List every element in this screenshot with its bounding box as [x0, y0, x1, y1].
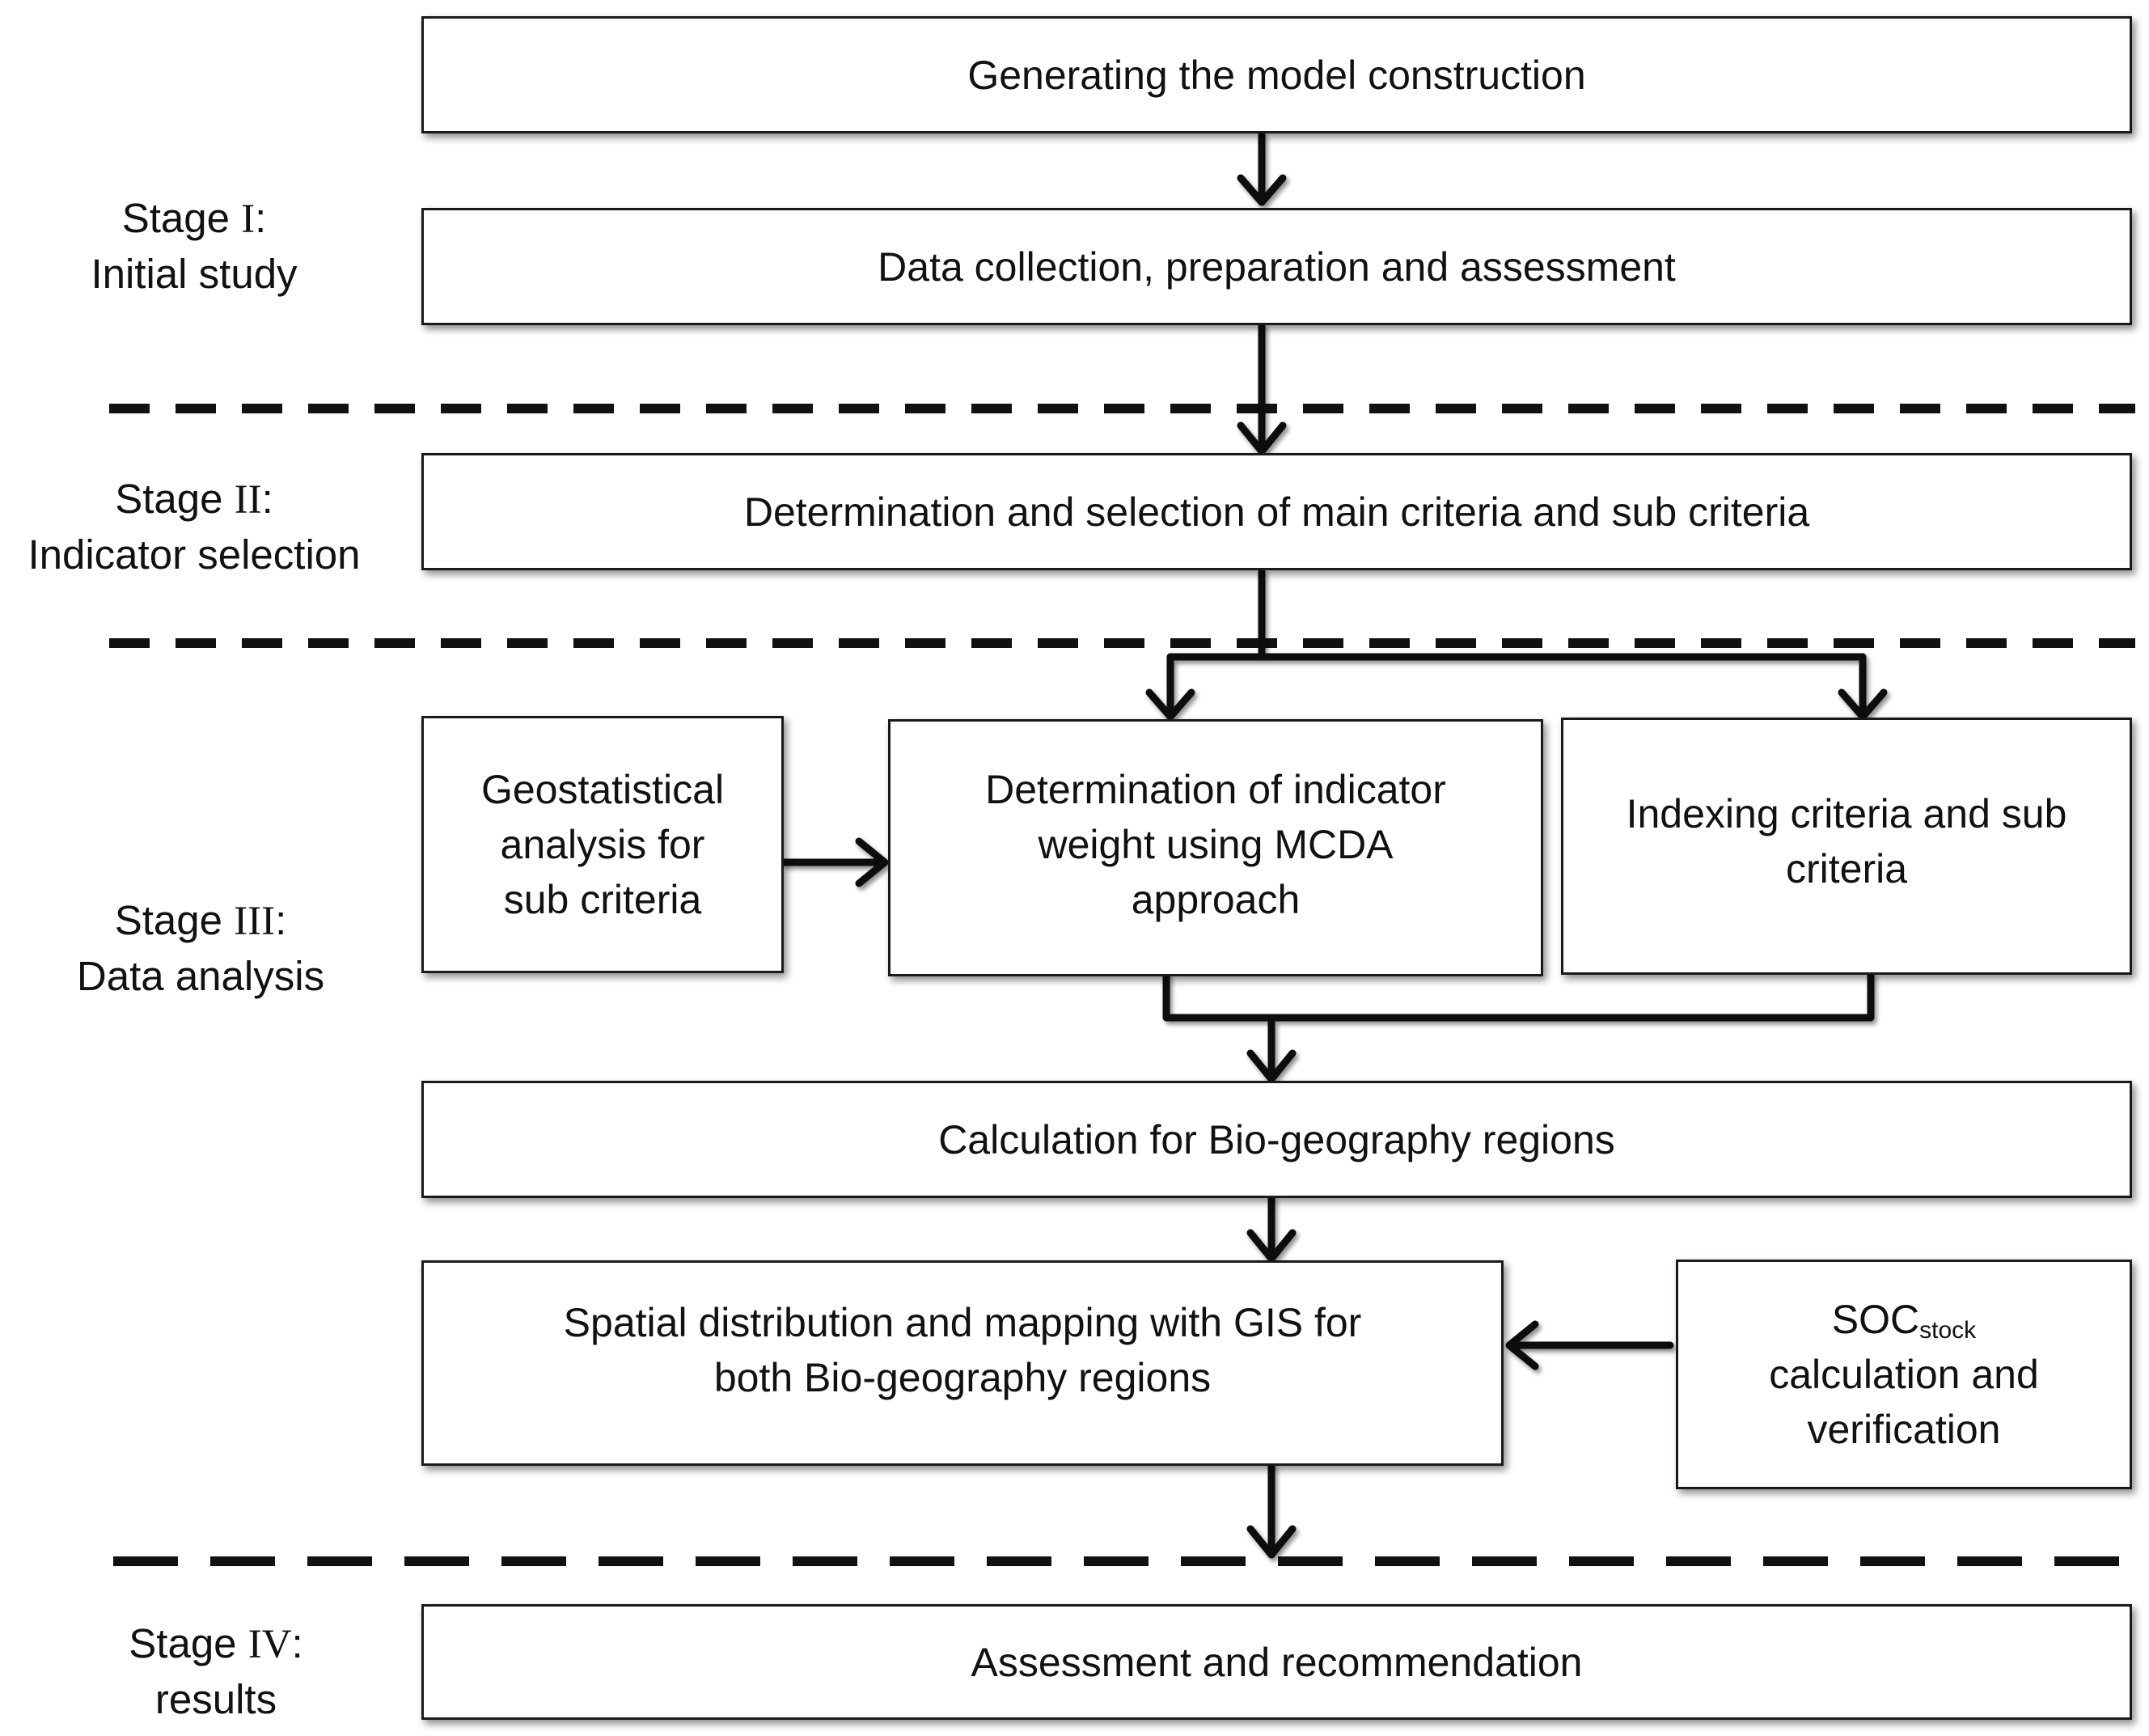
arrow-soc-to-spatial: [1505, 1320, 1674, 1370]
box-indexing-criteria: Indexing criteria and sub criteria: [1561, 718, 2132, 975]
box-assessment-recommendation: Assessment and recommendation: [421, 1604, 2132, 1720]
box-data-collection: Data collection, preparation and assessm…: [421, 208, 2132, 325]
box-criteria-selection: Determination and selection of main crit…: [421, 453, 2132, 570]
soc-stock-heading: SOCstock: [1831, 1297, 1977, 1344]
box-geostatistical-analysis: Geostatistical analysis for sub criteria: [421, 716, 784, 973]
arrow-calc-to-spatial: [1246, 1195, 1297, 1263]
arrow-spatial-to-assessment: [1246, 1462, 1297, 1559]
arrow-geostat-to-weight: [780, 837, 889, 887]
box-spatial-mapping: Spatial distribution and mapping with GI…: [421, 1260, 1504, 1466]
arrow-data-to-criteria: [1237, 322, 1287, 455]
stage-label-indicator-selection: Stage II: Indicator selection: [27, 476, 361, 578]
stage-label-data-analysis: Stage III: Data analysis: [76, 897, 325, 999]
arrow-criteria-branch: [1166, 568, 1867, 661]
box-calculation-bio-geography: Calculation for Bio-geography regions: [421, 1081, 2132, 1198]
arrow-to-indicator-weight: [1145, 653, 1195, 721]
arrow-merge-to-calculation: [1162, 972, 1875, 1083]
box-model-construction: Generating the model construction: [421, 16, 2132, 133]
box-soc-stock: SOCstock calculation and verification: [1676, 1260, 2132, 1489]
box-indicator-weight: Determination of indicator weight using …: [888, 719, 1543, 976]
arrow-model-to-data: [1237, 131, 1287, 206]
arrow-to-indexing: [1838, 653, 1888, 721]
stage-label-initial-study: Stage I: Initial study: [91, 195, 298, 297]
stage-label-results: Stage IV: results: [129, 1620, 303, 1722]
